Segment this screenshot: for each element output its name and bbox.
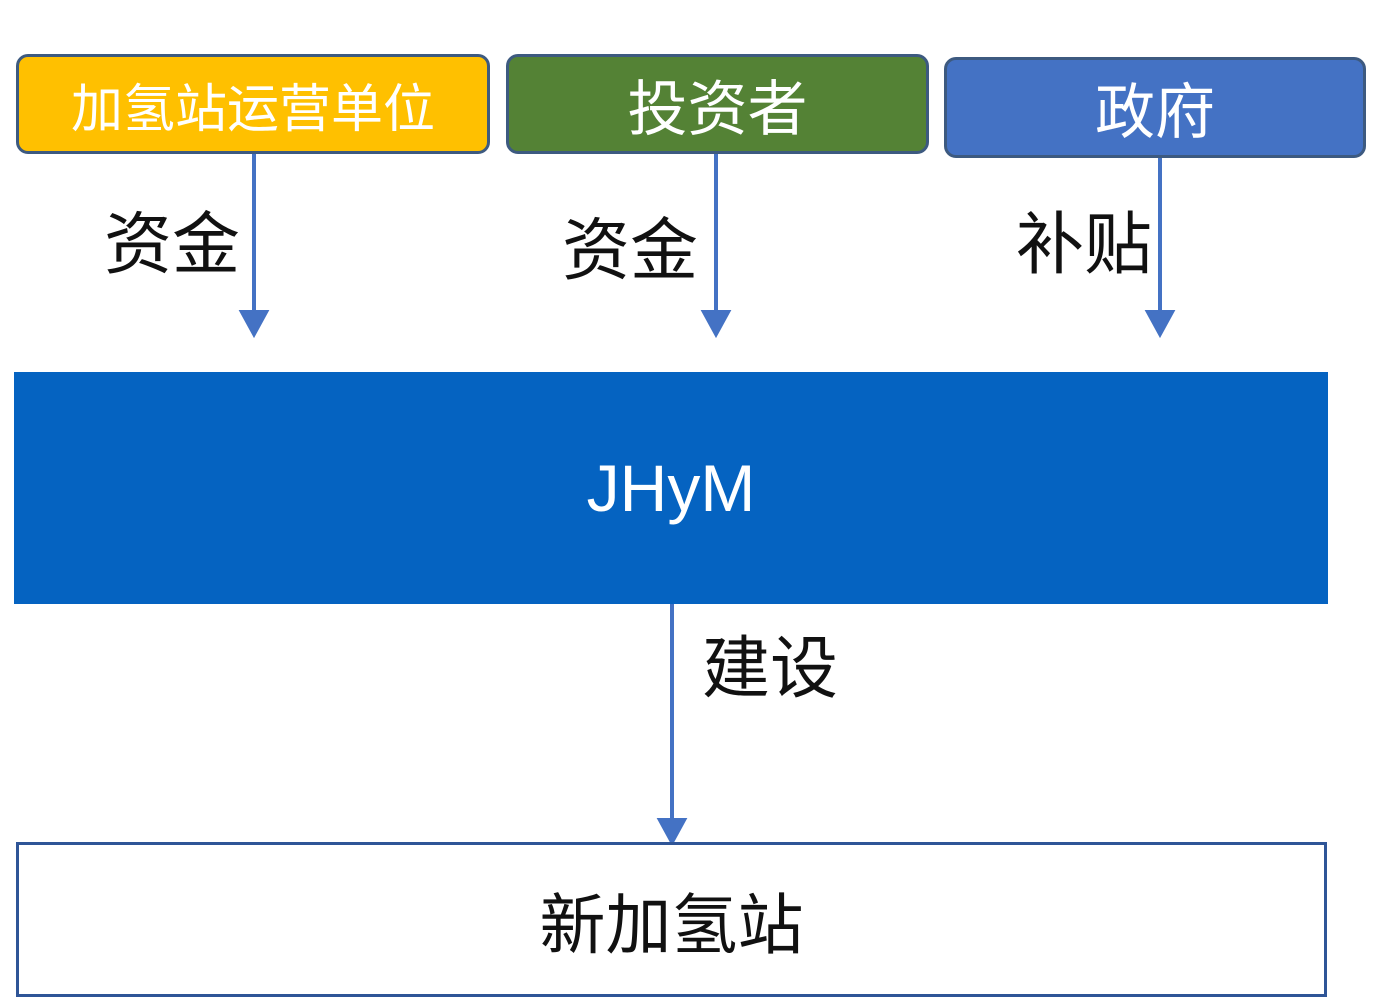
new-station-label: 新加氢站 (539, 886, 804, 964)
flow-label-operator: 资金 (104, 206, 241, 285)
flow-label-build: 建设 (702, 630, 839, 709)
investor-label: 投资者 (627, 74, 808, 145)
jhym-label: JHyM (586, 451, 756, 525)
arrowhead-operator (238, 310, 270, 339)
government-label: 政府 (1095, 78, 1215, 148)
new-station-box: 新加氢站 (16, 842, 1327, 997)
government-box: 政府 (944, 57, 1366, 158)
arrowhead-jhym (656, 818, 688, 847)
flow-label-government: 补贴 (1016, 206, 1153, 285)
jhym-box: JHyM (14, 372, 1328, 604)
operator-label: 加氢站运营单位 (70, 79, 435, 140)
operator-box: 加氢站运营单位 (16, 54, 490, 154)
arrowhead-investor (700, 310, 732, 339)
arrowhead-government (1144, 310, 1176, 339)
investor-box: 投资者 (506, 54, 929, 154)
flow-label-investor: 资金 (562, 212, 699, 291)
